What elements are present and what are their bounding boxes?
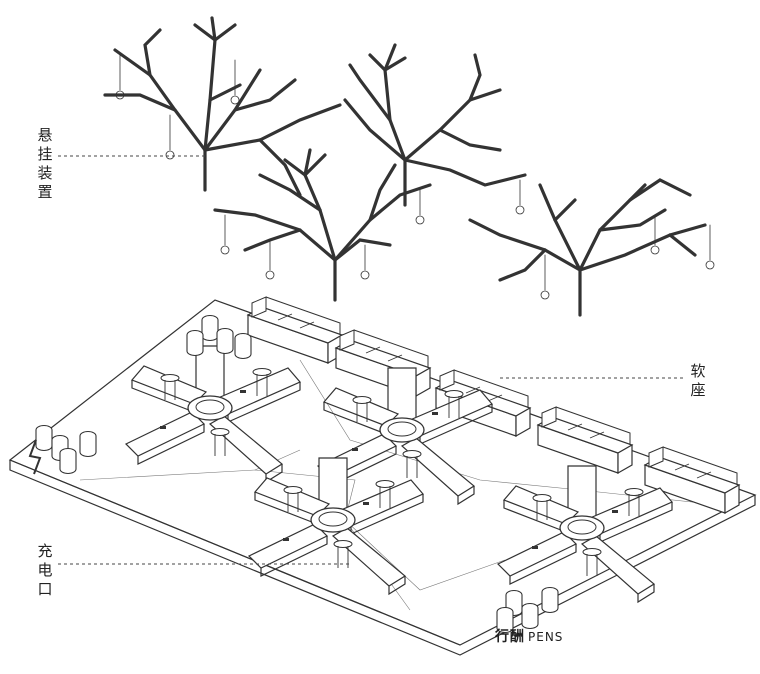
brand-name-en: PENS <box>528 630 564 644</box>
tree-3 <box>343 43 527 207</box>
tree-4 <box>468 178 707 317</box>
label-char: 电 <box>37 561 53 579</box>
label-char: 装 <box>37 164 53 182</box>
label-char: 软 <box>690 362 706 380</box>
label-sofa: 软 座 <box>690 362 706 400</box>
hanging-installation <box>103 16 715 317</box>
brand-name-cn: 行酬 <box>495 629 525 645</box>
label-char: 充 <box>37 542 53 560</box>
label-hanging-installation: 悬 挂 装 置 <box>37 126 53 202</box>
entrance-marker <box>28 439 42 475</box>
hanging-pendants <box>115 54 715 300</box>
tree-1 <box>103 16 342 197</box>
label-char: 口 <box>37 580 53 598</box>
label-char: 悬 <box>37 126 53 144</box>
label-char: 座 <box>690 381 706 399</box>
label-charging-port: 充 电 口 <box>37 542 53 599</box>
leader-lines <box>58 155 685 565</box>
label-char: 挂 <box>37 145 53 163</box>
tree-2 <box>213 148 432 302</box>
label-char: 置 <box>37 183 53 201</box>
